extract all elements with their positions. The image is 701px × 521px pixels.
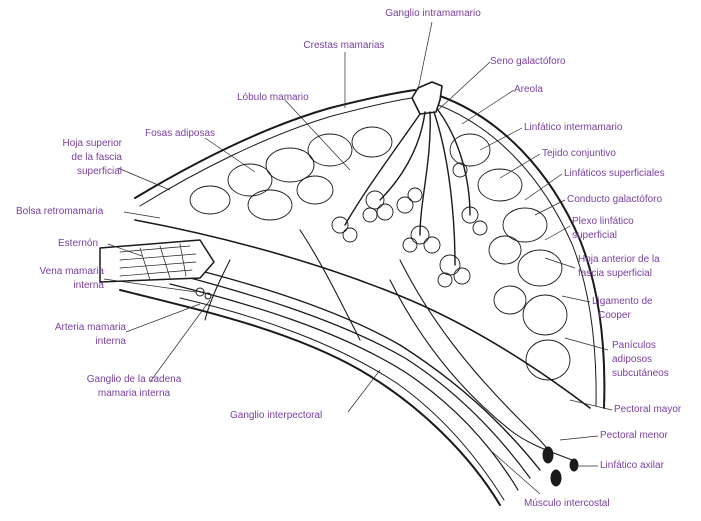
pectoral-layer-2: [160, 270, 530, 478]
label-lobulo-mamario: Lóbulo mamario: [237, 92, 309, 103]
label-fosas-adiposas: Fosas adiposas: [145, 128, 215, 139]
label-pectoral-mayor: Pectoral mayor: [614, 404, 681, 415]
lymphatic-vessels: [205, 230, 572, 460]
fat-lobules: [190, 127, 570, 380]
sternum: [100, 240, 214, 282]
label-pectoral-menor: Pectoral menor: [600, 430, 668, 441]
label-hoja-superior-3: superficial: [26, 166, 122, 177]
label-ganglio-interpectoral: Ganglio interpectoral: [230, 410, 322, 421]
label-linfatico-axilar: Linfático axilar: [600, 460, 664, 471]
label-musculo-intercostal: Músculo intercostal: [524, 498, 610, 509]
nipple: [412, 82, 442, 114]
label-paniculos-2: adiposos: [612, 354, 652, 365]
label-hoja-superior-2: de la fascia: [26, 152, 122, 163]
intercostal-layer: [180, 298, 504, 500]
label-bolsa-retromamaria: Bolsa retromamaria: [16, 206, 103, 217]
label-crestas-mamarias: Crestas mamarias: [284, 40, 404, 51]
pectoral-layer: [150, 258, 540, 470]
label-arteria-mamaria-1: Arteria mamaria: [22, 322, 126, 333]
label-areola: Areola: [514, 84, 543, 95]
label-esternon: Esternón: [58, 238, 98, 249]
label-hoja-anterior-1: Hoja anterior de la: [578, 254, 660, 265]
label-seno-galactoforo: Seno galactóforo: [490, 56, 566, 67]
label-paniculos-1: Panículos: [612, 340, 656, 351]
label-paniculos-3: subcutáneos: [612, 368, 669, 379]
label-linfatico-intermamario: Linfático intermamario: [524, 122, 622, 133]
label-plexo-linfatico-2: superficial: [572, 230, 617, 241]
label-ganglio-cadena-2: mamaria interna: [64, 388, 204, 399]
label-ganglio-cadena-1: Ganglio de la cadena: [64, 374, 204, 385]
axillary-node-3: [570, 459, 578, 471]
axillary-node-1: [543, 447, 553, 463]
label-vena-mamaria-1: Vena mamaria: [8, 266, 104, 277]
label-hoja-anterior-2: fascia superficial: [578, 268, 652, 279]
glandular-lobules: [332, 163, 487, 287]
label-vena-mamaria-2: interna: [8, 280, 104, 291]
skin-inner-line: [140, 98, 412, 206]
label-arteria-mamaria-2: interna: [22, 336, 126, 347]
milk-ducts: [345, 110, 470, 265]
label-hoja-superior-1: Hoja superior: [26, 138, 122, 149]
label-conducto-galactoforo: Conducto galactóforo: [567, 194, 662, 205]
label-plexo-linfatico-1: Plexo linfático: [572, 216, 634, 227]
label-ligamento-cooper-2: Cooper: [598, 310, 631, 321]
label-ligamento-cooper-1: Ligamento de: [592, 296, 653, 307]
axillary-node-2: [551, 470, 561, 486]
label-ganglio-intramamario: Ganglio intramamario: [362, 8, 504, 19]
label-tejido-conjuntivo: Tejido conjuntivo: [542, 148, 616, 159]
label-linfaticos-superficiales: Linfáticos superficiales: [564, 168, 665, 179]
